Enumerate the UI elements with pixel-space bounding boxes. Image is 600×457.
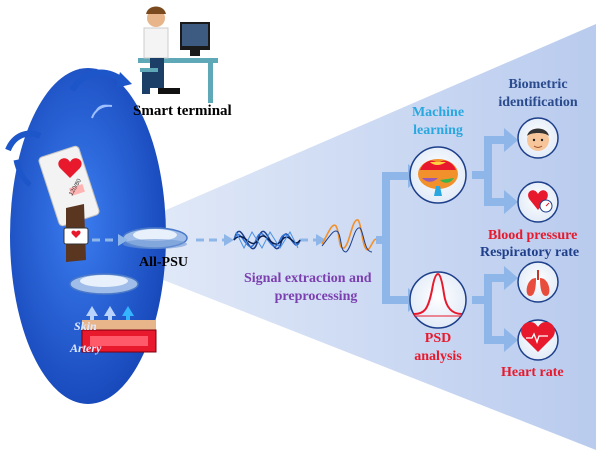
signal-cone: [92, 24, 596, 450]
machine-learning-label-line2: learning: [413, 123, 463, 138]
face-icon: [527, 128, 549, 151]
respiratory-rate-label: Respiratory rate: [480, 245, 580, 260]
biometric-label-line1: Biometric: [508, 77, 568, 92]
psd-label-line2: analysis: [414, 349, 462, 364]
respiratory-circle: [517, 261, 559, 303]
all-psu-label: All-PSU: [139, 255, 188, 270]
curved-arrow-icon: [69, 69, 124, 92]
psd-label-line1: PSD: [424, 331, 452, 346]
branch-arrow: [472, 128, 518, 352]
heart-rate-label: Heart rate: [501, 365, 564, 380]
signal-extraction-label-line1: Signal extraction and: [244, 271, 372, 286]
curved-arrow-icon: [13, 159, 32, 187]
signal-extraction-label-line2: preprocessing: [274, 289, 358, 304]
arrowhead-icon: [316, 234, 326, 246]
psd-analysis-circle: [409, 271, 467, 329]
arrowhead-icon: [118, 234, 128, 246]
processed-signal-waveform: [321, 219, 379, 253]
heart-icon: [521, 322, 555, 352]
brain-icon: [418, 159, 458, 196]
blood-pressure-label: Blood pressure: [488, 228, 578, 243]
doctor-at-computer-icon: [138, 6, 218, 103]
blood-pressure-icon: [528, 190, 553, 213]
biometric-label-line2: identification: [498, 95, 578, 110]
wrist-icon: [63, 204, 89, 262]
smartphone-icon: 120/80: [38, 145, 100, 227]
sensor-disk-icon: [122, 227, 188, 249]
curved-arrow-icon: [5, 130, 42, 152]
wireless-signal-icon: [91, 104, 113, 119]
arrowhead-icon: [224, 234, 234, 246]
psd-curve: [413, 272, 463, 315]
smart-terminal-label: Smart terminal: [133, 103, 232, 119]
skin-artery-icon: [81, 320, 157, 353]
artery-label: Artery: [70, 341, 102, 355]
pressure-arrows-icon: [86, 306, 134, 326]
raw-signal-waveform: [233, 230, 301, 250]
lungs-icon: [526, 270, 550, 296]
sensor-disk-icon: [69, 273, 139, 295]
skin-label: Skin: [74, 319, 97, 333]
machine-learning-label-line1: Machine: [411, 105, 465, 120]
arrowhead-icon: [116, 72, 132, 88]
